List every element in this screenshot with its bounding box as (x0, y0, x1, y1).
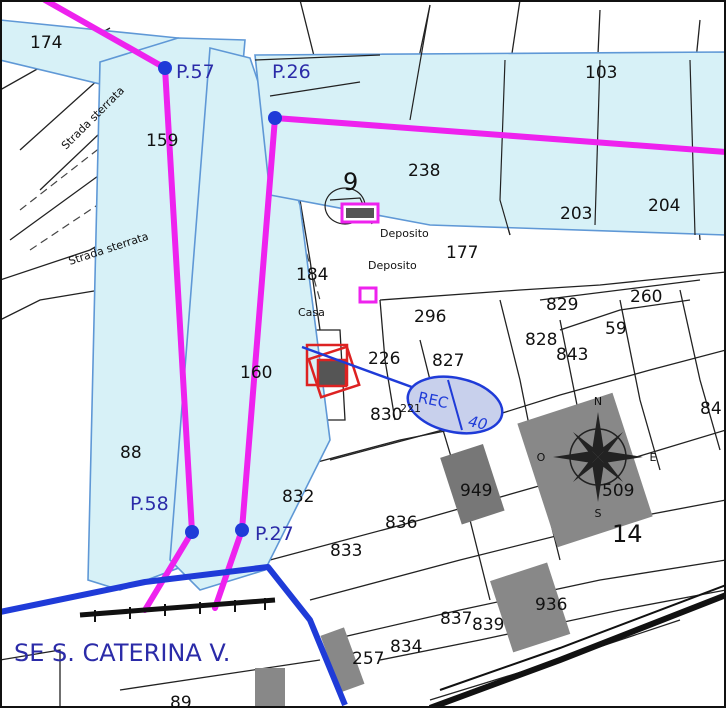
parcel-label: 14 (612, 520, 643, 548)
parcel-label: 221 (400, 402, 421, 415)
pole-p27-icon (235, 523, 249, 537)
parcel-label: 159 (146, 131, 178, 151)
parcel-label: 827 (432, 351, 464, 371)
label-deposito-1: Deposito (380, 227, 429, 240)
compass-e-label: E (650, 451, 657, 464)
receptor-marker[interactable]: REC 40 (402, 369, 507, 442)
building-936 (490, 562, 571, 653)
pole-p27-label: P.27 (255, 523, 294, 545)
receptor-code: REC (416, 388, 449, 412)
parcel-label: 204 (648, 196, 680, 216)
parcel-label: 830 (370, 405, 402, 425)
parcel-label: 949 (460, 481, 492, 501)
parcel-label: 296 (414, 307, 446, 327)
building-small (358, 286, 378, 304)
building-257 (320, 627, 365, 693)
parcel-label: 829 (546, 295, 578, 315)
parcel-label: 59 (605, 319, 627, 339)
parcel-label: 238 (408, 161, 440, 181)
parcel-label: 828 (525, 330, 557, 350)
parcel-labels: 174 103 159 238 204 203 9 177 184 296 82… (30, 33, 722, 708)
compass-s-label: S (595, 507, 602, 520)
parcel-label: 89 (170, 693, 192, 708)
parcel-label: 833 (330, 541, 362, 561)
power-line-p57-p58 (42, 0, 195, 613)
parcel-label: 184 (296, 265, 328, 285)
parcel-label: 832 (282, 487, 314, 507)
building-south (255, 668, 285, 708)
parcel-label: 257 (352, 649, 384, 669)
overlay-lines (254, 4, 696, 236)
parcel-label: 160 (240, 363, 272, 383)
parcel-label: 836 (385, 513, 417, 533)
parcel-label: 177 (446, 243, 478, 263)
parcel-label: 84 (700, 399, 722, 419)
pole-p58-icon (185, 525, 199, 539)
parcel-label: 88 (120, 443, 142, 463)
building-949 (440, 443, 505, 525)
parcel-label: 103 (585, 63, 617, 83)
station-label: SE S. CATERINA V. (14, 639, 230, 667)
receptor-connector (301, 345, 421, 392)
pole-p26-icon (268, 111, 282, 125)
buildings (255, 202, 653, 708)
parcel-label: 260 (630, 287, 662, 307)
parcel-label: 174 (30, 33, 62, 53)
label-casa: Casa (298, 306, 325, 319)
parcel-label: 837 (440, 609, 472, 629)
corridor-east (254, 51, 726, 236)
rail-line (79, 584, 726, 708)
pole-p58-label: P.58 (130, 493, 169, 515)
parcel-label: 203 (560, 204, 592, 224)
compass-rose: N S E O (537, 395, 657, 520)
parcel-label: 843 (556, 345, 588, 365)
parcel-label: 226 (368, 349, 400, 369)
pole-p57-icon (158, 61, 172, 75)
receptor-number: 40 (467, 412, 489, 434)
compass-n-label: N (594, 395, 602, 408)
parcel-label: 839 (472, 615, 504, 635)
building-casa (305, 343, 361, 399)
building-hatch (346, 208, 374, 218)
poles (158, 61, 282, 539)
buffer-corridors (0, 19, 726, 591)
pole-p57-label: P.57 (176, 61, 215, 83)
compass-o-label: O (537, 451, 546, 464)
pole-p26-label: P.26 (272, 61, 311, 83)
parcel-label: 509 (602, 481, 634, 501)
parcel-label: 936 (535, 595, 567, 615)
cable-lines (0, 564, 348, 707)
parcel-label: 834 (390, 637, 422, 657)
parcel-label: 9 (343, 168, 358, 196)
label-deposito-2: Deposito (368, 259, 417, 272)
